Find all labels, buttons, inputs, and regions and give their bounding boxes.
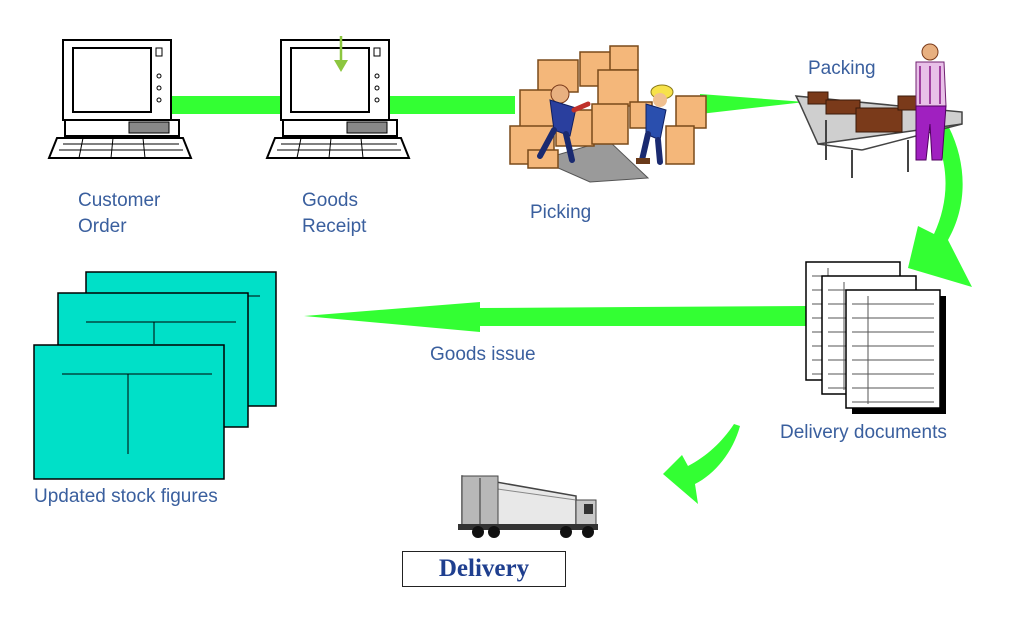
delivery-label: Delivery bbox=[438, 555, 530, 582]
flow-line-order-to-receipt bbox=[165, 96, 305, 114]
goods-receipt-label: Goods Receipt bbox=[302, 188, 366, 240]
goods-receipt-terminal-icon bbox=[266, 39, 410, 159]
packing-label: Packing bbox=[808, 58, 876, 79]
goods-issue-label: Goods issue bbox=[430, 344, 536, 365]
delivery-label-box: Delivery bbox=[402, 551, 566, 587]
goods-issue-arrow bbox=[304, 302, 806, 332]
flow-curve-documents-to-delivery bbox=[663, 424, 740, 504]
picking-workers-icon bbox=[509, 45, 707, 183]
flow-curve-packing-to-documents bbox=[908, 120, 972, 287]
picking-label: Picking bbox=[530, 202, 592, 223]
delivery-documents-label: Delivery documents bbox=[780, 422, 947, 443]
customer-order-terminal-icon bbox=[48, 39, 192, 159]
customer-order-label-line1: Customer bbox=[78, 190, 161, 211]
customer-order-label: Customer Order bbox=[78, 188, 160, 240]
packing-conveyor-icon bbox=[794, 43, 963, 178]
flow-arrows bbox=[165, 94, 972, 504]
goods-receipt-arrow-icon bbox=[334, 36, 348, 72]
flow-wedge-picking-to-packing bbox=[700, 94, 805, 114]
stock-sheets-icon bbox=[33, 271, 277, 480]
goods-receipt-label-line2: Receipt bbox=[302, 216, 367, 237]
customer-order-label-line2: Order bbox=[78, 216, 127, 237]
delivery-truck-icon bbox=[458, 475, 598, 538]
goods-receipt-label-line1: Goods bbox=[302, 190, 358, 211]
delivery-documents-icon bbox=[805, 261, 946, 414]
updated-stock-figures-label: Updated stock figures bbox=[34, 486, 218, 507]
flow-line-receipt-to-picking bbox=[385, 96, 515, 114]
